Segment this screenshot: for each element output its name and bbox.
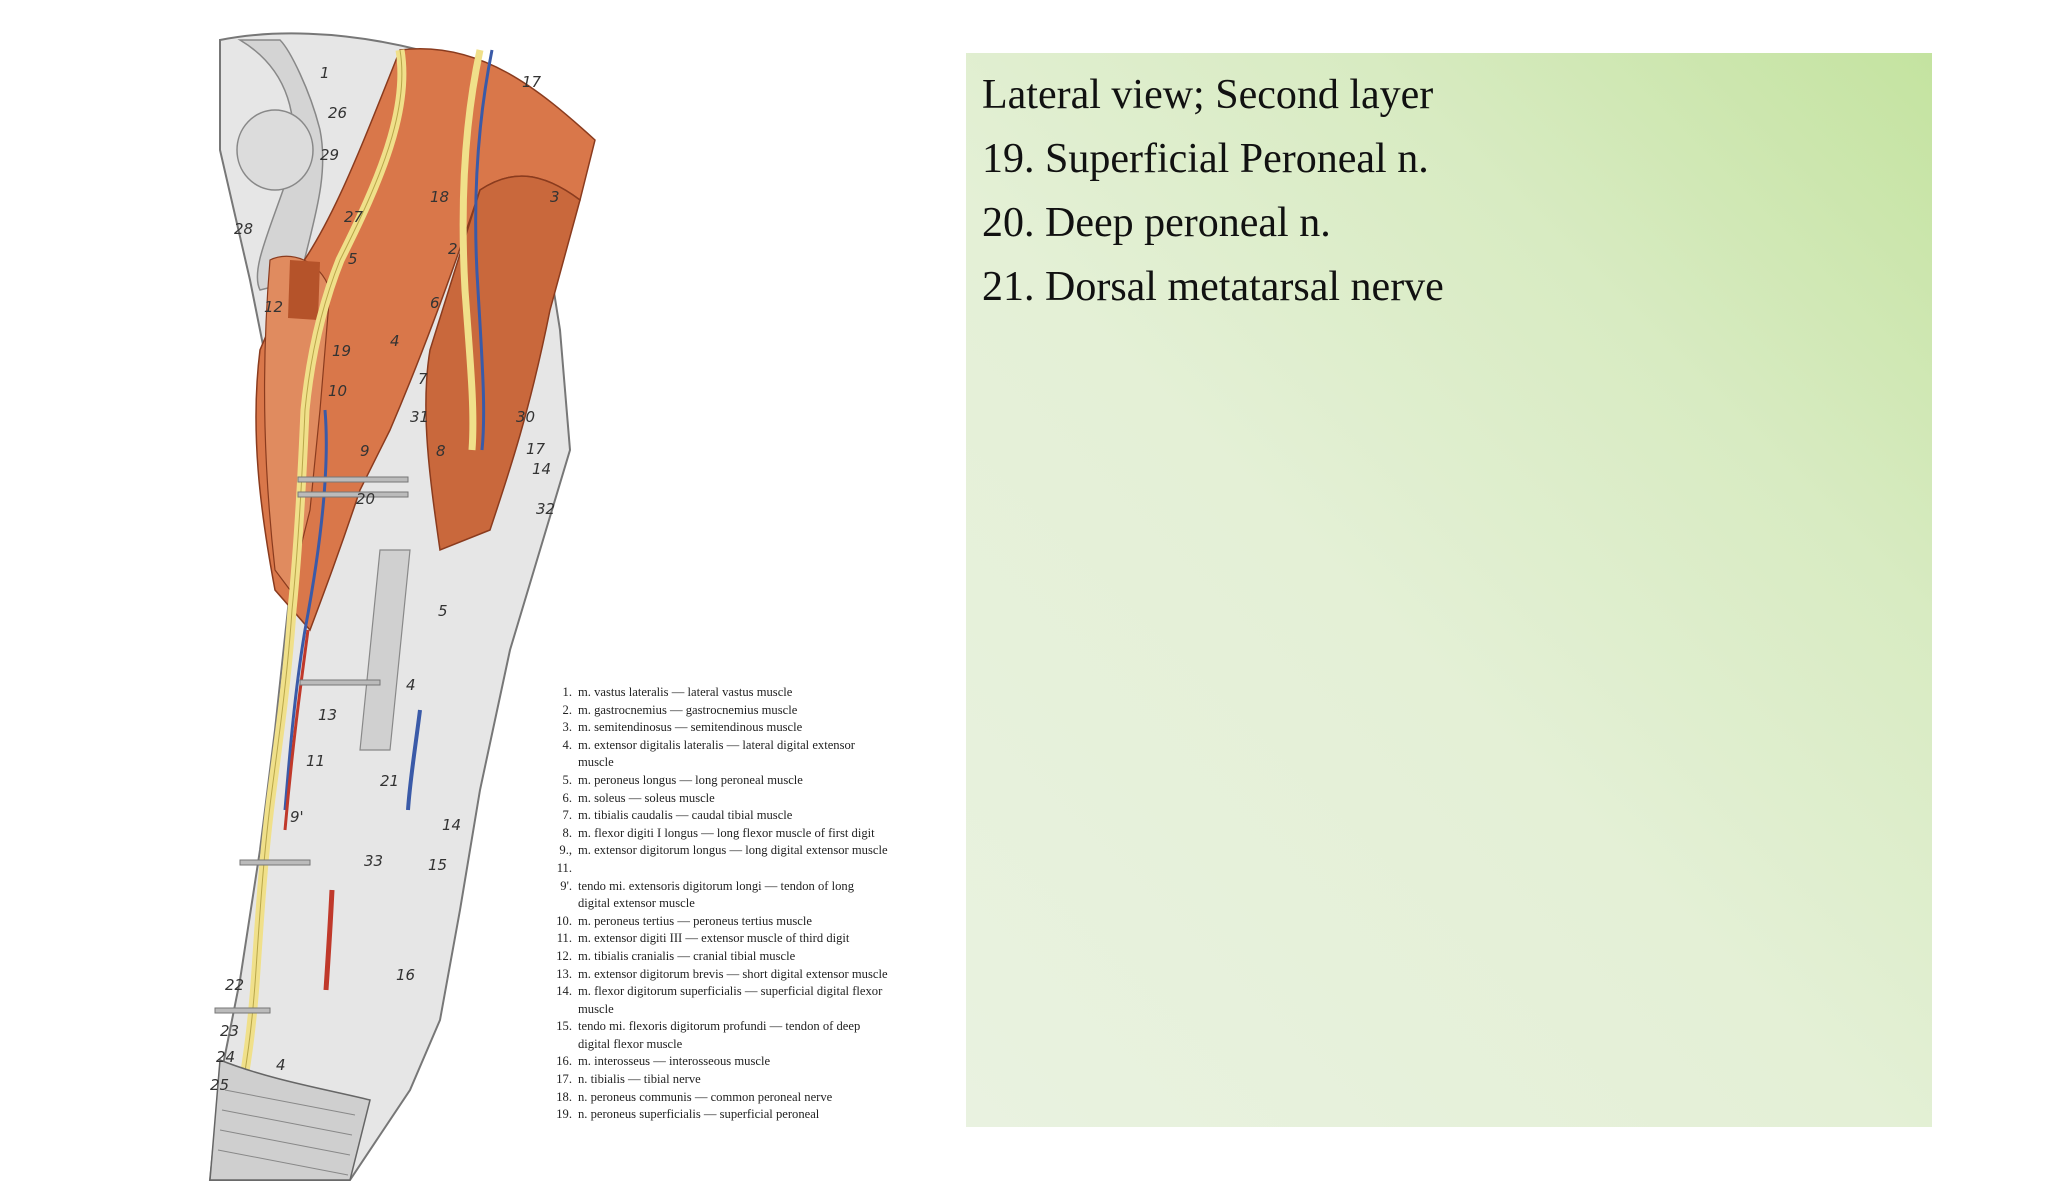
artery-lower <box>283 629 310 831</box>
legend-item: 11.m. extensor digiti III — extensor mus… <box>556 931 850 946</box>
svg-text:18: 18 <box>430 188 449 206</box>
svg-text:21: 21 <box>380 772 399 790</box>
svg-text:5: 5 <box>348 250 358 268</box>
pin <box>297 491 409 498</box>
peroneus-shape <box>288 260 320 320</box>
svg-text:4: 4 <box>390 332 400 350</box>
svg-text:6: 6 <box>430 294 440 312</box>
vein-lower <box>283 409 328 811</box>
svg-text:13: 13 <box>318 706 337 724</box>
svg-text:4: 4 <box>276 1056 286 1074</box>
svg-text:31: 31 <box>410 408 429 426</box>
panel-line: 20. Deep peroneal n. <box>982 200 1331 246</box>
legend-item: 16.m. interosseus — interosseous muscle <box>556 1054 771 1069</box>
hoof-shape <box>209 1058 371 1181</box>
legend-item: 9., 11.m. extensor digitorum longus — lo… <box>556 843 888 875</box>
svg-text:26: 26 <box>328 104 347 122</box>
figure-legend: 1.m. vastus lateralis — lateral vastus m… <box>548 684 888 1124</box>
hoof-lines <box>217 1089 356 1176</box>
svg-text:33: 33 <box>364 852 383 870</box>
svg-text:27: 27 <box>344 208 364 226</box>
svg-text:24: 24 <box>216 1048 235 1066</box>
legend-item: 18.n. peroneus communis — common peronea… <box>556 1089 833 1104</box>
svg-text:25: 25 <box>210 1076 229 1094</box>
pin <box>299 679 381 686</box>
svg-text:17: 17 <box>526 440 546 458</box>
patella-shape <box>236 109 314 191</box>
pin <box>239 859 311 866</box>
svg-text:3: 3 <box>550 188 560 206</box>
svg-text:8: 8 <box>436 442 446 460</box>
panel-line: 21. Dorsal metatarsal nerve <box>982 264 1444 310</box>
legend-item: 5.m. peroneus longus — long peroneal mus… <box>562 772 803 787</box>
artery-branch <box>323 889 335 991</box>
legend-item: 7.m. tibialis caudalis — caudal tibial m… <box>562 808 793 823</box>
svg-text:11: 11 <box>306 752 325 770</box>
svg-text:2: 2 <box>448 240 458 258</box>
svg-text:19: 19 <box>332 342 351 360</box>
legend-item: 9'.tendo mi. extensoris digitorum longi … <box>560 878 854 911</box>
legend-item: 1.m. vastus lateralis — lateral vastus m… <box>562 685 793 699</box>
legend-item: 14.m. flexor digitorum superficialis — s… <box>556 984 883 1016</box>
legend-item: 12.m. tibialis cranialis — cranial tibia… <box>556 948 796 963</box>
legend-item: 13.m. extensor digitorum brevis — short … <box>556 966 888 981</box>
nerve-outline <box>237 49 403 1111</box>
svg-text:32: 32 <box>536 500 555 518</box>
svg-text:1: 1 <box>320 64 330 82</box>
svg-text:5: 5 <box>438 602 448 620</box>
svg-text:15: 15 <box>428 856 447 874</box>
legend-item: 17.n. tibialis — tibial nerve <box>556 1072 701 1087</box>
legend-item: 10.m. peroneus tertius — peroneus tertiu… <box>556 913 812 928</box>
svg-text:30: 30 <box>516 408 535 426</box>
anatomy-illustration: 1 26 29 17 28 27 18 3 5 2 12 6 19 4 10 7… <box>180 30 900 1198</box>
svg-text:10: 10 <box>328 382 347 400</box>
legend-item: 4.m. extensor digitalis lateralis — late… <box>562 737 855 770</box>
svg-text:16: 16 <box>396 966 415 984</box>
svg-text:14: 14 <box>442 816 461 834</box>
pin <box>297 476 409 483</box>
legend-item: 19.n. peroneus superficialis — superfici… <box>556 1107 820 1122</box>
tibial-nerve <box>459 49 484 451</box>
panel-line: 19. Superficial Peroneal n. <box>982 136 1429 182</box>
vein-upper <box>474 49 494 451</box>
legend-item: 8.m. flexor digiti I longus — long flexo… <box>562 825 875 840</box>
svg-text:20: 20 <box>356 490 375 508</box>
svg-text:22: 22 <box>225 976 244 994</box>
svg-text:29: 29 <box>320 146 339 164</box>
figure-number-labels: 1 26 29 17 28 27 18 3 5 2 12 6 19 4 10 7… <box>210 64 560 1094</box>
svg-text:23: 23 <box>220 1022 239 1040</box>
vein-branch <box>406 709 422 811</box>
hindlimb-lateral-view-drawing: 1 26 29 17 28 27 18 3 5 2 12 6 19 4 10 7… <box>208 32 596 1181</box>
svg-text:9: 9 <box>360 442 370 460</box>
legend-item: 3.m. semitendinosus — semitendinous musc… <box>562 720 803 735</box>
legend-item: 2.m. gastrocnemius — gastrocnemius muscl… <box>562 702 798 717</box>
pin <box>214 1007 271 1014</box>
legend-item: 15.tendo mi. flexoris digitorum profundi… <box>556 1019 861 1051</box>
svg-text:4: 4 <box>406 676 416 694</box>
svg-text:28: 28 <box>234 220 253 238</box>
notes-panel: Lateral view; Second layer 19. Superfici… <box>966 53 1932 1127</box>
svg-text:9': 9' <box>290 808 304 826</box>
svg-text:7: 7 <box>418 370 428 388</box>
svg-text:12: 12 <box>264 298 283 316</box>
legend-item: 6.m. soleus — soleus muscle <box>562 790 715 805</box>
panel-heading: Lateral view; Second layer <box>982 72 1434 118</box>
svg-text:14: 14 <box>532 460 551 478</box>
notes-panel-text: Lateral view; Second layer 19. Superfici… <box>982 63 1444 319</box>
svg-text:17: 17 <box>522 73 542 91</box>
